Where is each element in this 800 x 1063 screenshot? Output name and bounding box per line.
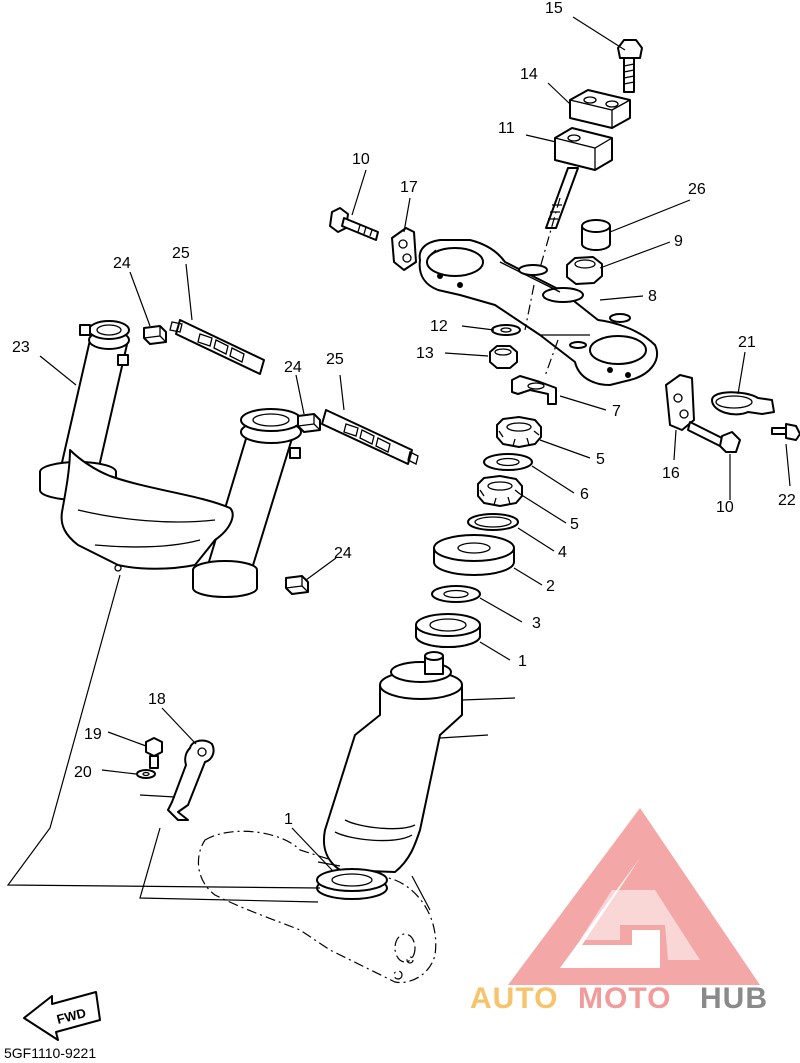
lower-holder-11 [545, 127, 613, 229]
callout-10-left: 10 [352, 151, 370, 168]
upper-holder-14 [569, 89, 631, 129]
callout-11: 11 [498, 120, 515, 137]
lock-plate-7 [511, 375, 557, 405]
fork-cover-23 [60, 449, 234, 572]
callout-15: 15 [545, 0, 563, 17]
callout-5-upper: 5 [596, 451, 605, 468]
pad-24-middle [297, 413, 321, 433]
stem-nut-9 [566, 256, 603, 285]
callout-7: 7 [612, 403, 621, 420]
upper-bracket [418, 239, 658, 386]
screw-22 [771, 423, 800, 441]
label-25-left [169, 319, 265, 375]
lock-washer-4 [467, 513, 519, 531]
holder-bolt-15 [617, 39, 643, 93]
fork-tube-right [192, 408, 302, 598]
callout-19: 19 [84, 726, 102, 743]
watermark-text-hub: HUB [700, 982, 768, 1015]
callout-20: 20 [74, 764, 92, 781]
watermark-text-auto: AUTO [470, 982, 558, 1015]
callout-24-lower: 24 [334, 545, 352, 562]
automotohub-watermark: AUTO MOTO HUB [470, 808, 768, 1015]
callout-5-lower: 5 [570, 516, 579, 533]
leader-lines [39, 16, 791, 871]
ring-nut-5-lower [477, 475, 523, 507]
callout-21: 21 [738, 334, 756, 351]
callout-8: 8 [648, 288, 657, 305]
pinch-bolt-10-left [329, 207, 379, 241]
bearing-1-upper [415, 613, 481, 648]
callout-25-left: 25 [172, 245, 190, 262]
washer-12 [491, 324, 521, 336]
callout-4: 4 [558, 544, 567, 561]
washer-20 [136, 769, 156, 779]
cap-26 [581, 219, 611, 251]
ring-nut-5-upper [496, 416, 542, 448]
fwd-label: FWD [55, 1005, 87, 1027]
callout-2: 2 [546, 578, 555, 595]
washer-3 [431, 585, 481, 603]
callout-18: 18 [148, 691, 166, 708]
callout-25-right: 25 [326, 351, 344, 368]
lower-bracket-dashed [197, 830, 437, 984]
watermark-logo-inner [580, 890, 700, 960]
callout-9: 9 [674, 233, 683, 250]
part-number-code: 5GF1110-9221 [4, 1045, 96, 1061]
callout-17: 17 [400, 179, 418, 196]
callout-13: 13 [416, 345, 434, 362]
callout-1-lower: 1 [284, 811, 293, 828]
callout-3: 3 [532, 615, 541, 632]
nut-13 [489, 345, 518, 369]
callout-24-middle: 24 [284, 359, 302, 376]
callout-labels: 15 14 11 10 17 26 9 8 12 13 7 5 6 5 4 2 … [12, 0, 796, 828]
callout-12: 12 [430, 318, 448, 335]
assembly-lines [6, 197, 561, 911]
pinch-bolt-10-right [687, 421, 741, 453]
callout-24-upper: 24 [113, 255, 131, 272]
bracket-plate-16 [665, 374, 695, 431]
lower-bearing [316, 868, 388, 900]
pad-24-upper [143, 325, 167, 345]
steering-stem [322, 651, 516, 873]
bracket-plate-17 [391, 227, 417, 271]
callout-1-upper: 1 [518, 653, 527, 670]
fwd-arrow: FWD [23, 991, 101, 1041]
callout-22: 22 [778, 492, 796, 509]
callout-26: 26 [688, 181, 706, 198]
watermark-text-moto: MOTO [578, 982, 671, 1015]
callout-10-right: 10 [716, 499, 734, 516]
pad-24-lower [285, 575, 309, 595]
bolt-19 [145, 737, 163, 769]
callout-6: 6 [580, 486, 589, 503]
callout-16: 16 [662, 465, 680, 482]
bracket-18 [167, 739, 215, 821]
bearing-race-2 [433, 534, 515, 576]
washer-6 [483, 453, 533, 471]
clamp-21 [711, 391, 775, 416]
callout-14: 14 [520, 66, 538, 83]
callout-23: 23 [12, 339, 30, 356]
label-25-right [321, 409, 419, 465]
